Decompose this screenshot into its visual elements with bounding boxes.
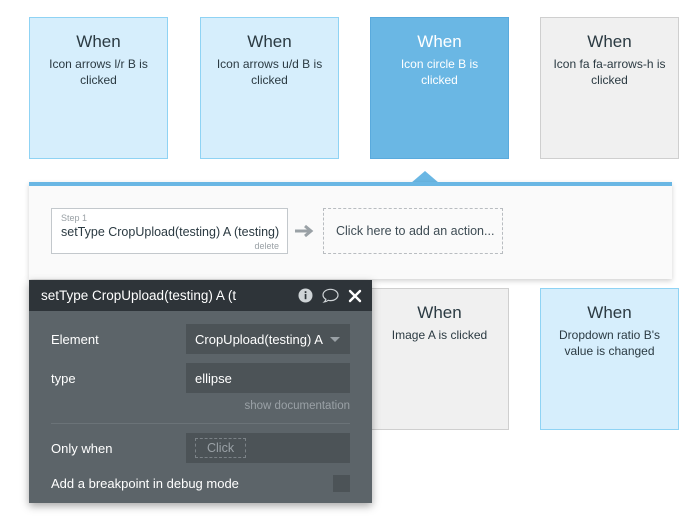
element-dropdown-value: CropUpload(testing) A: [195, 331, 323, 347]
event-card-icon-fa-arrows-h[interactable]: When Icon fa fa-arrows-h is clicked: [540, 17, 679, 159]
panel-pointer-arrow: [411, 171, 439, 183]
add-action-label: Click here to add an action...: [336, 224, 495, 238]
event-card-title: When: [587, 303, 632, 322]
action-properties-dialog: setType CropUpload(testing) A (t: [29, 280, 372, 503]
type-input-value: ellipse: [195, 370, 232, 386]
dialog-header: setType CropUpload(testing) A (t: [29, 280, 372, 311]
event-card-icon-arrows-lr[interactable]: When Icon arrows l/r B is clicked: [29, 17, 168, 159]
dialog-header-icons: [298, 288, 362, 303]
event-card-icon-circle[interactable]: When Icon circle B is clicked: [370, 17, 509, 159]
event-card-subtitle: Icon fa fa-arrows-h is clicked: [553, 57, 666, 87]
event-card-title: When: [76, 32, 121, 51]
event-card-title: When: [587, 32, 632, 51]
event-card-icon-arrows-ud[interactable]: When Icon arrows u/d B is clicked: [200, 17, 339, 159]
chevron-down-icon: [330, 336, 340, 342]
field-label-type: type: [51, 370, 76, 386]
event-card-title: When: [247, 32, 292, 51]
field-label-only-when: Only when: [51, 440, 113, 456]
event-card-subtitle: Image A is clicked: [391, 328, 488, 342]
breakpoint-checkbox[interactable]: [333, 474, 350, 492]
event-card-dropdown-ratio[interactable]: When Dropdown ratio B's value is changed: [540, 288, 679, 430]
event-card-subtitle: Dropdown ratio B's value is changed: [558, 328, 660, 358]
breakpoint-label: Add a breakpoint in debug mode: [51, 475, 239, 491]
event-card-title: When: [417, 32, 462, 51]
only-when-input[interactable]: Click: [186, 433, 350, 463]
event-card-subtitle: Icon circle B is clicked: [400, 57, 479, 87]
field-label-element: Element: [51, 331, 99, 347]
only-when-placeholder: Click: [195, 438, 247, 458]
close-icon[interactable]: [348, 289, 362, 303]
step-number-label: Step 1: [61, 213, 88, 223]
add-action-button[interactable]: Click here to add an action...: [323, 208, 503, 254]
show-documentation-link[interactable]: show documentation: [244, 400, 350, 412]
info-icon[interactable]: [298, 288, 313, 303]
dialog-body: Element CropUpload(testing) A type ellip…: [29, 311, 372, 424]
comment-icon[interactable]: [322, 288, 339, 303]
dialog-title: setType CropUpload(testing) A (t: [41, 288, 237, 303]
field-row-element: Element CropUpload(testing) A: [51, 324, 350, 354]
event-card-image-a[interactable]: When Image A is clicked: [370, 288, 509, 430]
dialog-divider: [51, 423, 350, 424]
breakpoint-row: Add a breakpoint in debug mode: [51, 472, 350, 494]
field-row-type: type ellipse: [51, 363, 350, 393]
arrow-right-icon: [294, 222, 316, 240]
workflow-step-1[interactable]: Step 1 setType CropUpload(testing) A (te…: [51, 208, 288, 254]
step-delete-link[interactable]: delete: [254, 241, 279, 251]
field-row-only-when: Only when Click: [51, 433, 350, 463]
dialog-footer: Only when Click Add a breakpoint in debu…: [29, 424, 372, 494]
element-dropdown[interactable]: CropUpload(testing) A: [186, 324, 350, 354]
event-card-title: When: [417, 303, 462, 322]
event-card-subtitle: Icon arrows u/d B is clicked: [216, 57, 323, 87]
type-input[interactable]: ellipse: [186, 363, 350, 393]
event-card-subtitle: Icon arrows l/r B is clicked: [49, 57, 148, 87]
step-action-text: setType CropUpload(testing) A (testing): [61, 225, 280, 239]
